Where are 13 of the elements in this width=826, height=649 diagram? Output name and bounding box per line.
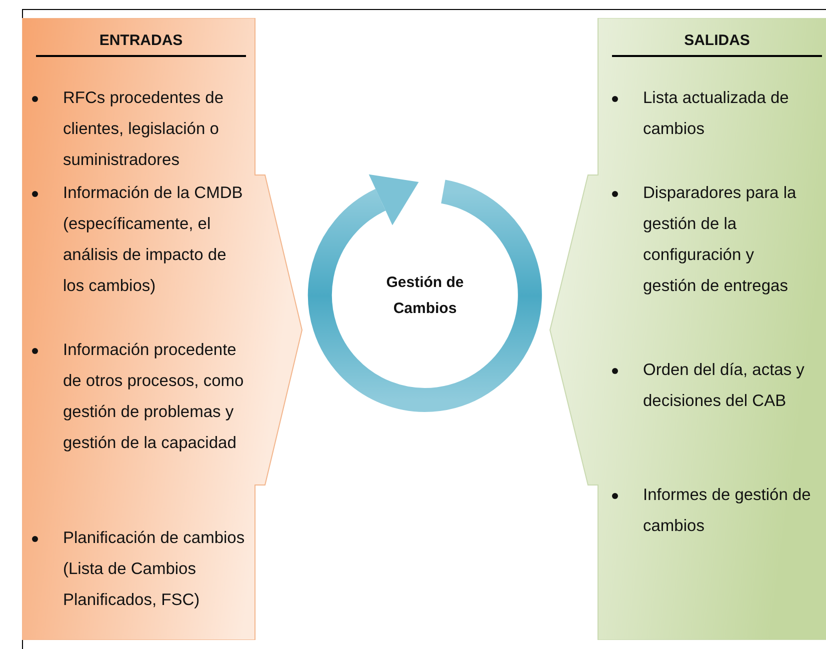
bullet-item: RFCs procedentes de clientes, legislación o suministradores — [63, 88, 224, 171]
bullet-item: Informes de gestión de cambios — [643, 485, 811, 537]
bullet-item: Lista actualizada de cambios — [643, 88, 790, 140]
panel-heading: SALIDAS — [612, 32, 822, 57]
bullet-item: Planificación de cambios (Lista de Cambios Planificados, FSC) — [63, 528, 245, 611]
left-arrow-panel — [548, 18, 826, 640]
node-label: Gestión de Cambios — [385, 273, 465, 319]
panel-heading: ENTRADAS — [36, 32, 246, 57]
bullet-item: Orden del día, actas y decisiones del CAB — [643, 360, 806, 412]
bullet-item: Información procedente de otros procesos, como gestión de problemas y gestión de la capacidad — [63, 340, 245, 454]
bullet-item: Disparadores para la gestión de la configuración y gestión de entregas — [643, 183, 798, 297]
right-arrow-panel — [22, 18, 304, 640]
bullet-item: Información de la CMDB (específicamente, el análisis de impacto de los cambios) — [63, 183, 244, 297]
